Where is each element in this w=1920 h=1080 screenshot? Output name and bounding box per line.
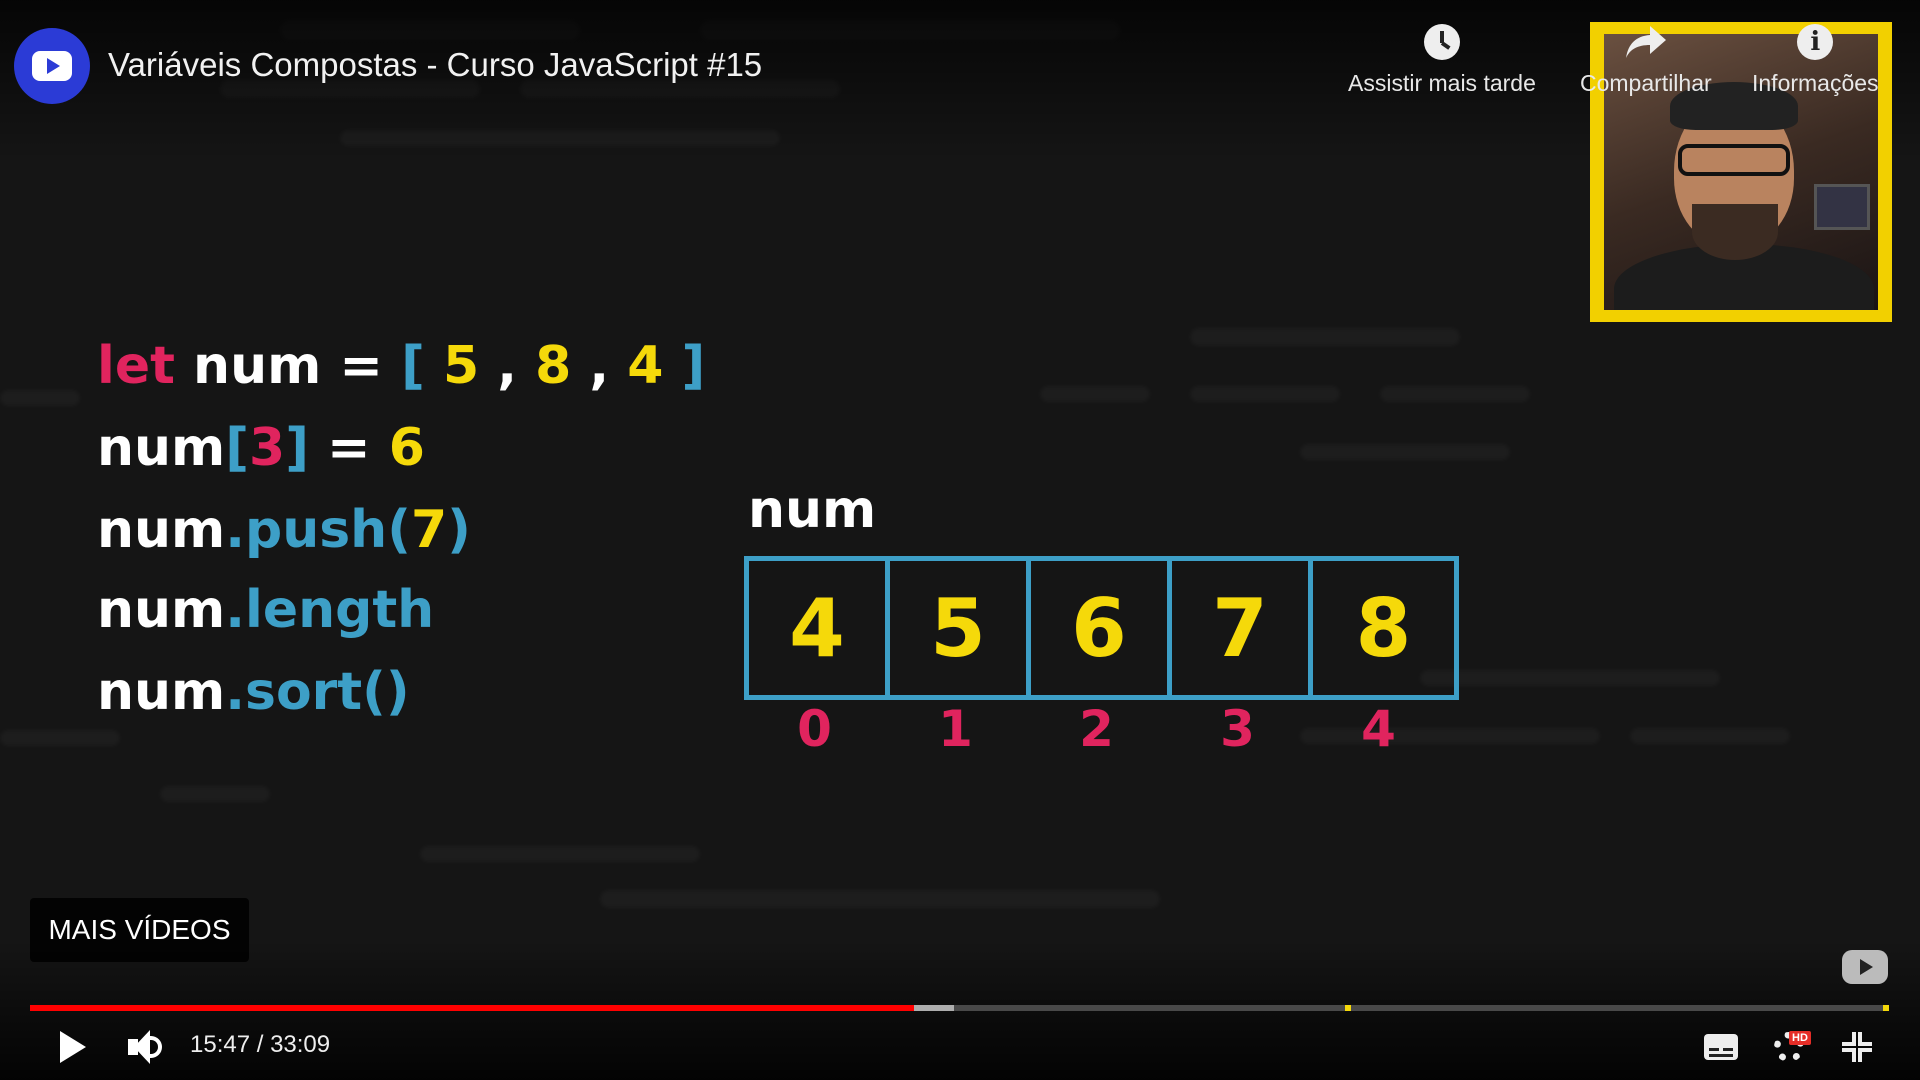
- mute-button[interactable]: [128, 1025, 168, 1069]
- code-number: 8: [535, 336, 572, 396]
- volume-icon: [128, 1029, 168, 1065]
- code-variable: num: [97, 662, 226, 722]
- code-number: 5: [442, 336, 480, 396]
- code-line-3: num.push(7): [97, 500, 471, 560]
- code-paren-close: ): [447, 500, 471, 560]
- play-button[interactable]: [60, 1025, 86, 1069]
- watch-later-button[interactable]: Assistir mais tarde: [1348, 24, 1536, 97]
- subtitles-button[interactable]: [1704, 1025, 1738, 1069]
- array-index: 4: [1361, 700, 1396, 758]
- array-cell: 6: [1031, 561, 1172, 695]
- code-method: .length: [225, 580, 435, 640]
- info-label: Informações: [1752, 70, 1879, 96]
- code-operator: =: [308, 418, 389, 478]
- code-index: 3: [249, 418, 286, 478]
- chapter-marker: [1345, 1005, 1352, 1011]
- array-index: 2: [1079, 700, 1114, 758]
- presenter-webcam: [1590, 22, 1892, 322]
- share-icon: [1625, 26, 1666, 58]
- chapter-marker: [1882, 1005, 1889, 1011]
- code-method: .sort(): [225, 662, 410, 722]
- code-bracket-open: [: [401, 336, 443, 396]
- array-cell: 8: [1355, 581, 1412, 675]
- code-line-5: num.sort(): [97, 662, 410, 722]
- array-cell: 7: [1172, 561, 1313, 695]
- background-monitor: [1814, 184, 1870, 230]
- time-display: 15:47 / 33:09: [190, 1031, 331, 1058]
- play-logo-icon: [32, 51, 72, 81]
- code-variable: num: [97, 418, 226, 478]
- presenter-glasses: [1678, 144, 1790, 176]
- code-method: .push(: [225, 500, 411, 560]
- exit-fullscreen-icon: [1842, 1032, 1872, 1062]
- code-variable: num =: [174, 336, 402, 396]
- code-bracket-open: [: [225, 418, 249, 478]
- channel-logo[interactable]: [14, 28, 90, 104]
- code-number: 4: [627, 336, 664, 396]
- code-separator: ,: [571, 336, 628, 396]
- code-variable: num: [97, 500, 226, 560]
- array-box: 4 5 6 7 8: [744, 556, 1459, 700]
- progress-played: [30, 1005, 914, 1011]
- info-icon: i: [1797, 24, 1834, 60]
- code-separator: ,: [479, 336, 536, 396]
- code-line-2: num[3] = 6: [97, 418, 425, 478]
- code-variable: num: [97, 580, 226, 640]
- progress-bar[interactable]: [30, 1005, 1889, 1011]
- array-cell: 4: [749, 561, 890, 695]
- code-keyword: let: [97, 336, 175, 396]
- more-videos-button[interactable]: MAIS VÍDEOS: [30, 898, 249, 962]
- presenter-video: [1604, 34, 1878, 310]
- info-button[interactable]: i Informações: [1752, 24, 1879, 97]
- array-index: 3: [1220, 700, 1255, 758]
- array-index: 0: [797, 700, 832, 758]
- code-bracket-close: ]: [663, 336, 706, 396]
- watch-later-label: Assistir mais tarde: [1348, 70, 1536, 96]
- code-number: 6: [388, 418, 425, 478]
- code-line-1: let num = [ 5 , 8 , 4 ]: [97, 336, 705, 396]
- video-title[interactable]: Variáveis Compostas - Curso JavaScript #…: [108, 46, 763, 83]
- array-label: num: [748, 480, 877, 540]
- exit-fullscreen-button[interactable]: [1842, 1025, 1872, 1069]
- share-button[interactable]: Compartilhar: [1580, 24, 1712, 97]
- code-line-4: num.length: [97, 580, 434, 640]
- play-icon: [60, 1031, 86, 1063]
- hd-badge: HD: [1789, 1031, 1811, 1045]
- array-cell: 5: [890, 561, 1031, 695]
- presenter-hair: [1670, 82, 1798, 130]
- youtube-logo-icon[interactable]: [1842, 950, 1888, 984]
- presenter-beard: [1692, 204, 1778, 260]
- array-index: 1: [938, 700, 973, 758]
- clock-icon: [1423, 24, 1460, 60]
- code-number: 7: [410, 500, 448, 560]
- code-bracket-close: ]: [285, 418, 309, 478]
- subtitles-icon: [1704, 1034, 1738, 1060]
- array-indices: 0 1 2 3 4: [744, 700, 1449, 758]
- share-label: Compartilhar: [1580, 70, 1712, 96]
